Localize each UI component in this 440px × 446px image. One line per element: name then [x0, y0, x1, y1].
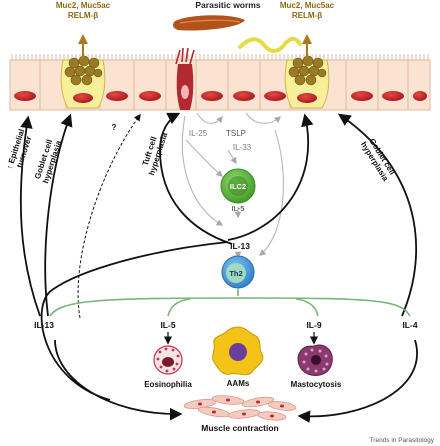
journal-footer: Trends in Parasitology	[370, 437, 435, 444]
il33-label: IL-33	[233, 143, 252, 152]
question-mark-label: ?	[112, 123, 117, 132]
black-process-arrows	[19, 112, 418, 423]
goblet-cell-right	[284, 55, 330, 109]
mucins-left-line1: Muc2, Muc5ac	[56, 1, 111, 10]
ilc2-label: ILC2	[230, 182, 246, 191]
goblet-hyperplasia-left-label: Goblet cell hyperplasia	[33, 138, 63, 184]
grey-signal-arrows	[181, 112, 284, 259]
il25-label: IL-25	[189, 129, 208, 138]
goblet-hyperplasia-right-label: Goblet cell hyperplasia	[359, 137, 397, 183]
mastocytosis-label: Mastocytosis	[291, 380, 342, 389]
mucins-right-line1: Muc2, Muc5ac	[280, 1, 335, 10]
mast-cell	[297, 344, 333, 376]
th2-label: Th2	[229, 269, 242, 278]
il13-effector-label: IL-13	[34, 320, 54, 330]
eosinophil-cell	[153, 345, 183, 375]
mucins-right-line2: RELM-β	[292, 11, 322, 20]
enterocyte-nuclei	[14, 91, 427, 101]
th2-cytokine-branches	[49, 288, 411, 317]
worms-illustration	[173, 15, 302, 53]
epithelial-turnover-label: ↑ Epithelial turnover	[5, 128, 34, 171]
il4-effector-label: IL-4	[402, 320, 417, 330]
tuft-cell	[175, 47, 195, 110]
mucins-left-line2: RELM-β	[68, 11, 98, 20]
eosinophilia-label: Eosinophilia	[144, 380, 192, 389]
muscle-cells	[183, 395, 297, 421]
aam-cell	[212, 326, 264, 376]
il5-effector-label: IL-5	[160, 320, 175, 330]
il5-mid-label: IL-5	[232, 204, 245, 213]
dashed-question-arrow	[77, 113, 141, 319]
ilc2-cell	[220, 168, 256, 204]
il13-mid-label: IL-13	[230, 241, 250, 251]
aams-label: AAMs	[227, 379, 250, 388]
worms-label: Parasitic worms	[195, 0, 260, 10]
il9-effector-label: IL-9	[306, 320, 321, 330]
muscle-contraction-label: Muscle contraction	[201, 423, 278, 433]
goblet-cell-left	[60, 55, 106, 109]
tslp-label: TSLP	[226, 129, 246, 138]
tuft-hyperplasia-label: Tuft cell hyperplasia	[141, 131, 170, 177]
